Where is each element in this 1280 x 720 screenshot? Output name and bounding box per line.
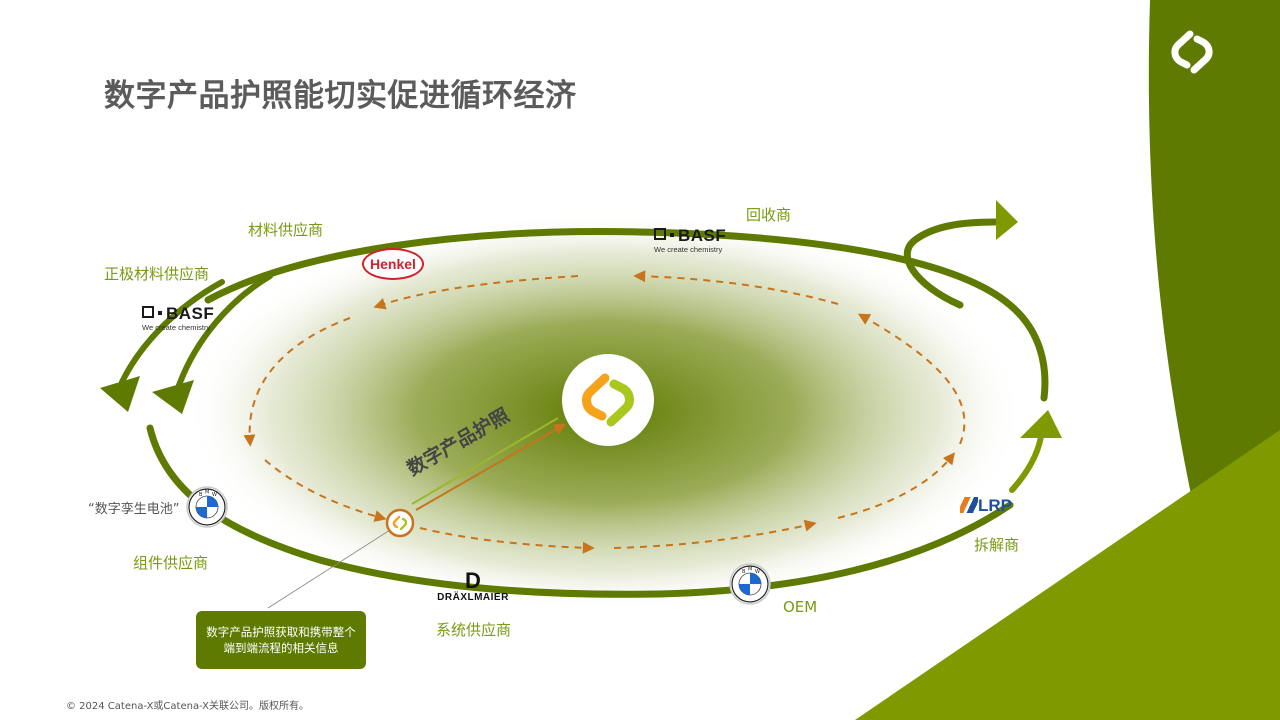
basf-tagline: We create chemistry [654, 245, 723, 254]
basf-tagline: We create chemistry [142, 323, 211, 332]
inner-arc-top-right [633, 270, 839, 305]
basf-dot-icon [158, 311, 162, 315]
draxlmaier-wordmark: DRÄXLMAIER [437, 592, 509, 603]
corner-triangle-light [855, 430, 1280, 720]
bmw-letter-m: M [205, 490, 209, 496]
basf-wordmark: BASF [678, 226, 727, 245]
arrowhead-left-outer [100, 376, 140, 412]
spoke-orange [415, 423, 567, 511]
stage-system-supplier: 系统供应商 [436, 621, 512, 639]
inner-arc-bottom-b [613, 519, 817, 549]
inner-arc-top-left [373, 275, 579, 310]
header-catena-x-logo-icon [1171, 30, 1213, 74]
bmw-letter-b: B [742, 569, 746, 575]
lrp-wordmark: LRP [978, 496, 1012, 515]
left-arrow-inner [175, 273, 273, 391]
inner-loop [243, 270, 966, 554]
center-logo-disc [562, 354, 654, 446]
page-title: 数字产品护照能切实促进循环经济 [104, 78, 577, 114]
lrp-logo: LRP [960, 496, 1012, 516]
passport-node-icon [385, 508, 415, 538]
inner-arc-lower-right [837, 452, 955, 519]
basf-logo-recycler: BASF We create chemistry [654, 226, 726, 254]
stage-material-supplier: 材料供应商 [248, 221, 324, 239]
draxlmaier-mark: D [465, 568, 481, 593]
henkel-logo: Henkel [362, 248, 424, 280]
bmw-letter-w: W [212, 492, 217, 498]
basf-square-icon [654, 228, 666, 240]
bmw-letter-m: M [748, 567, 752, 573]
catena-x-logo-icon [582, 373, 634, 427]
bmw-letter-b: B [199, 492, 203, 498]
basf-logo-cathode: BASF We create chemistry [142, 304, 214, 332]
copyright-footer: © 2024 Catena-X或Catena-X关联公司。版权所有。 [66, 701, 310, 712]
inner-arc-right [857, 313, 966, 445]
stage-cathode-supplier: 正极材料供应商 [104, 265, 210, 283]
inner-arc-lower-left [264, 459, 387, 522]
basf-dot-icon [670, 233, 674, 237]
digital-twin-battery-label: “数字孪生电池” [88, 502, 180, 517]
callout-box: 数字产品护照获取和携带整个端到端流程的相关信息 [196, 611, 366, 669]
bmw-letter-w: W [755, 569, 760, 575]
stage-dismantler: 拆解商 [974, 536, 1020, 554]
arrowhead-left-inner [152, 380, 194, 414]
stage-component-supplier: 组件供应商 [133, 554, 209, 572]
outer-arc-top [204, 228, 1049, 402]
basf-square-icon [142, 306, 154, 318]
arrowhead-right-up [1020, 410, 1062, 438]
arrowhead-exit [996, 200, 1018, 240]
inner-arc-bottom-a [419, 527, 595, 554]
stage-recycler: 回收商 [746, 206, 792, 224]
bmw-roundel-icon: B M W [729, 563, 771, 605]
bmw-roundel-icon: B M W [186, 486, 228, 528]
callout-leader [267, 529, 391, 609]
left-arrows [119, 273, 273, 391]
basf-wordmark: BASF [166, 304, 215, 323]
lrp-bars-icon [960, 497, 978, 513]
stage-oem: OEM [783, 598, 818, 616]
draxlmaier-logo: D DRÄXLMAIER [430, 568, 516, 604]
left-arrow-outer [119, 279, 225, 385]
spoke-green [411, 417, 559, 505]
exit-loop [903, 218, 999, 309]
